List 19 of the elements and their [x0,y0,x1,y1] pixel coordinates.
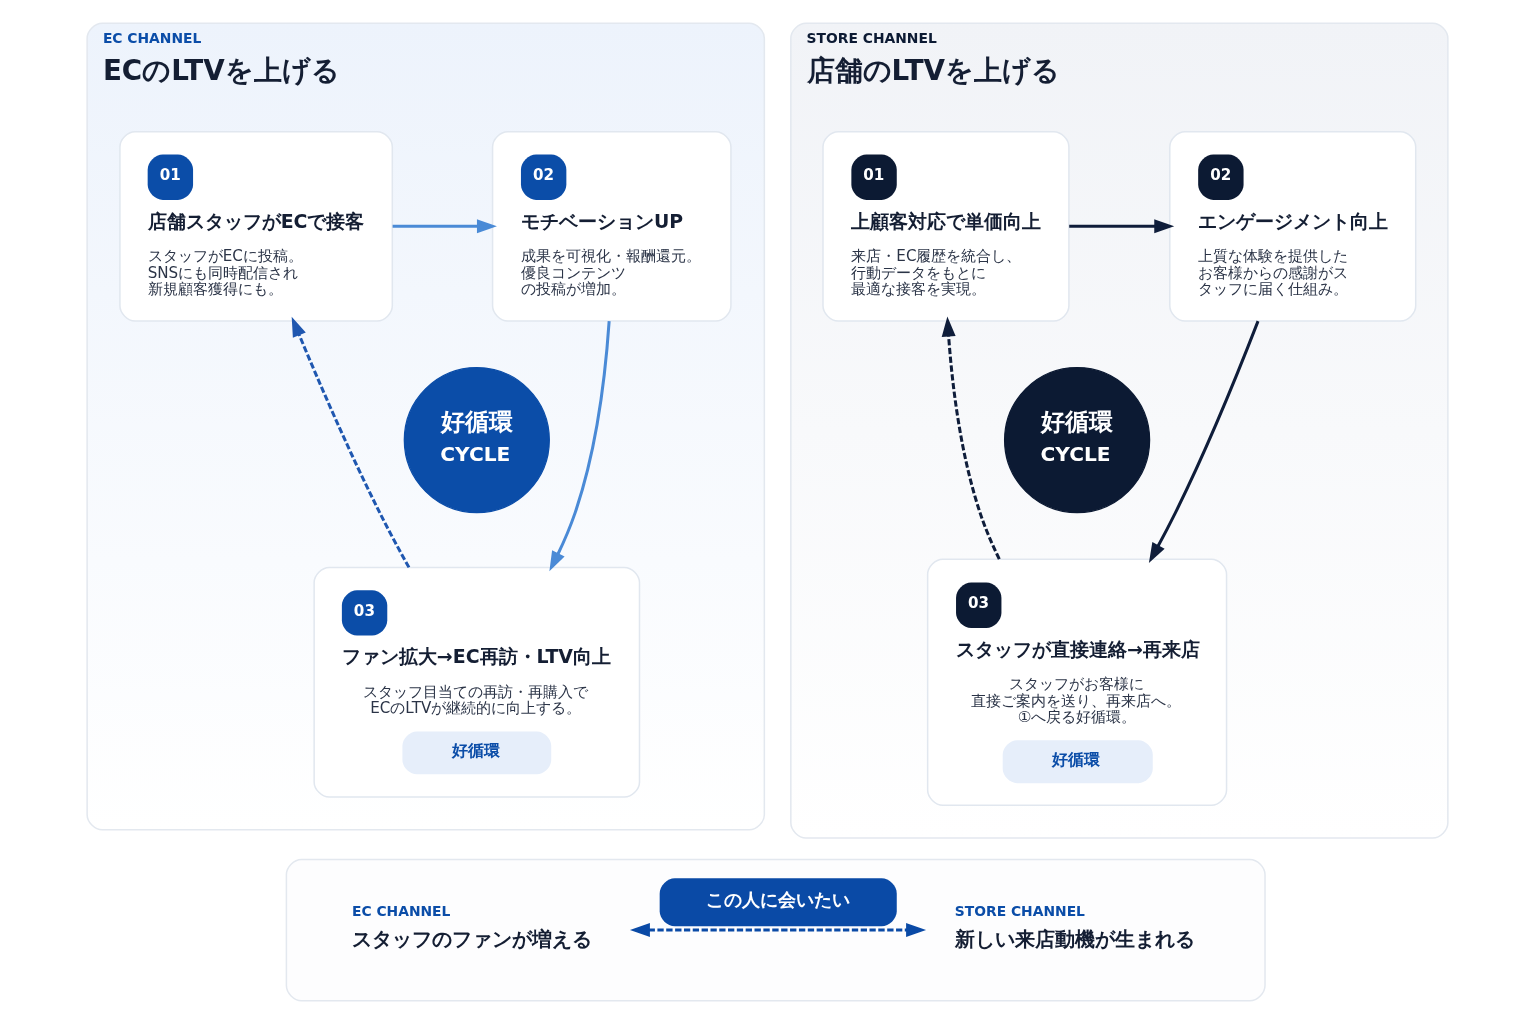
cluster [285,858,1266,1002]
arrow [291,316,411,569]
arrow [1148,320,1260,563]
node-circle: 好循環 CYCLE [403,366,550,514]
node-box: 03 スタッフが直接連絡→再来店 スタッフがお客様に直接ご案内を送り、再来店へ。①へ戻る好循環。 好循環 [926,558,1228,806]
arrow [629,923,927,938]
edge-label: この人に会いたい [705,889,850,910]
node-circle: 好循環 CYCLE [1003,366,1151,514]
node-text: EC CHANNEL スタッフのファンが増える [351,902,592,952]
arrow [941,316,1001,560]
node-box: 03 ファン拡大→EC再訪・LTV向上 スタッフ目当ての再訪・再購入でECのLTVが継続的に向上する。 好循環 [313,566,641,798]
node-box: 02 モチベーションUP 成果を可視化・報酬還元。優良コンテンツの投稿が増加。 [491,131,732,322]
node-box: 02 エンゲージメント向上 上質な体験を提供したお客様からの感謝がスタッフに届く仕組み。 [1169,131,1417,322]
node-box: 01 店舗スタッフがECで接客 スタッフがECに投稿。SNSにも同時配信され新規顧客獲得にも。 [119,131,394,322]
arrow [392,219,497,234]
arrow [1069,219,1175,234]
node-text: STORE CHANNEL 新しい来店動機が生まれる [954,902,1195,952]
arrow [549,321,611,572]
node-box: 01 上顧客対応で単価向上 来店・EC履歴を統合し、行動データをもとに最適な接客を実現。 [822,131,1070,322]
